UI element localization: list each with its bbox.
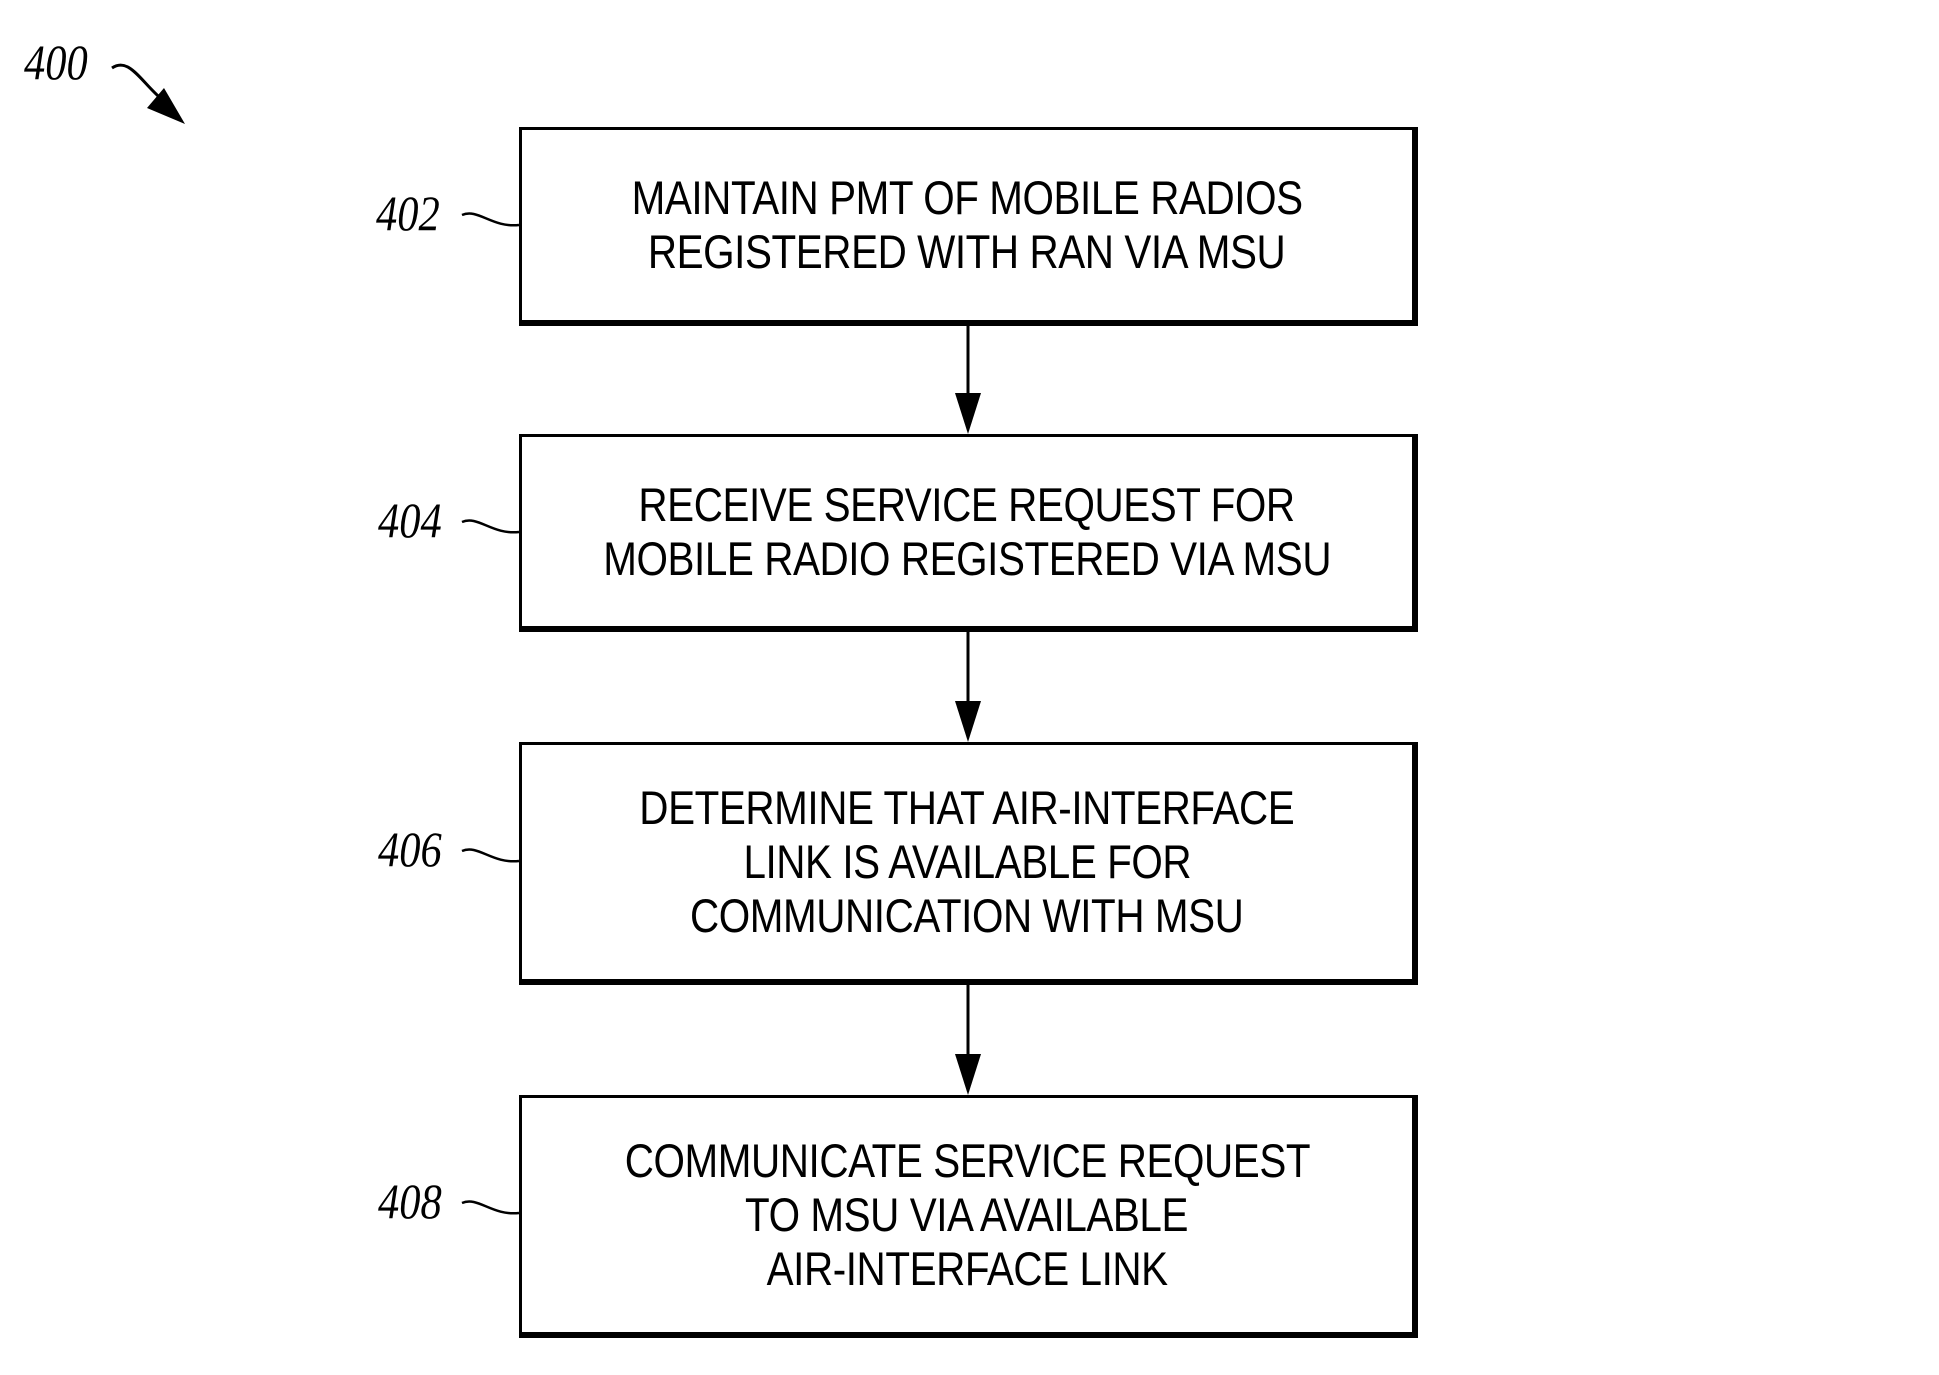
flow-arrowhead-406 <box>955 701 981 742</box>
step-reference-404: 404 <box>378 495 442 545</box>
step-408-line-3: AIR-INTERFACE LINK <box>766 1242 1167 1296</box>
flow-arrowhead-404 <box>955 393 981 434</box>
step-404-line-1: RECEIVE SERVICE REQUEST FOR <box>639 478 1295 532</box>
step-404-line-2: MOBILE RADIO REGISTERED VIA MSU <box>603 532 1331 586</box>
step-402-line-2: REGISTERED WITH RAN VIA MSU <box>648 225 1285 279</box>
figure-reference-numeral: 400 <box>24 37 88 87</box>
step-402-line-1: MAINTAIN PMT OF MOBILE RADIOS <box>631 171 1302 225</box>
leader-line-406 <box>462 850 519 862</box>
leader-line-408 <box>462 1202 519 1214</box>
step-408-line-2: TO MSU VIA AVAILABLE <box>746 1188 1189 1242</box>
figure-pointer-arrowhead <box>147 88 185 124</box>
step-box-404: RECEIVE SERVICE REQUEST FOR MOBILE RADIO… <box>519 434 1418 632</box>
step-box-408: COMMUNICATE SERVICE REQUEST TO MSU VIA A… <box>519 1095 1418 1338</box>
step-406-line-3: COMMUNICATION WITH MSU <box>690 889 1243 943</box>
flow-arrowhead-408 <box>955 1054 981 1095</box>
step-406-line-1: DETERMINE THAT AIR-INTERFACE <box>640 781 1295 835</box>
step-408-line-1: COMMUNICATE SERVICE REQUEST <box>624 1134 1309 1188</box>
step-406-line-2: LINK IS AVAILABLE FOR <box>743 835 1191 889</box>
leader-line-402 <box>462 214 519 226</box>
step-reference-402: 402 <box>376 188 440 238</box>
step-reference-408: 408 <box>378 1176 442 1226</box>
step-box-402: MAINTAIN PMT OF MOBILE RADIOS REGISTERED… <box>519 127 1418 326</box>
step-reference-406: 406 <box>378 824 442 874</box>
leader-line-404 <box>462 521 519 533</box>
step-box-406: DETERMINE THAT AIR-INTERFACE LINK IS AVA… <box>519 742 1418 985</box>
